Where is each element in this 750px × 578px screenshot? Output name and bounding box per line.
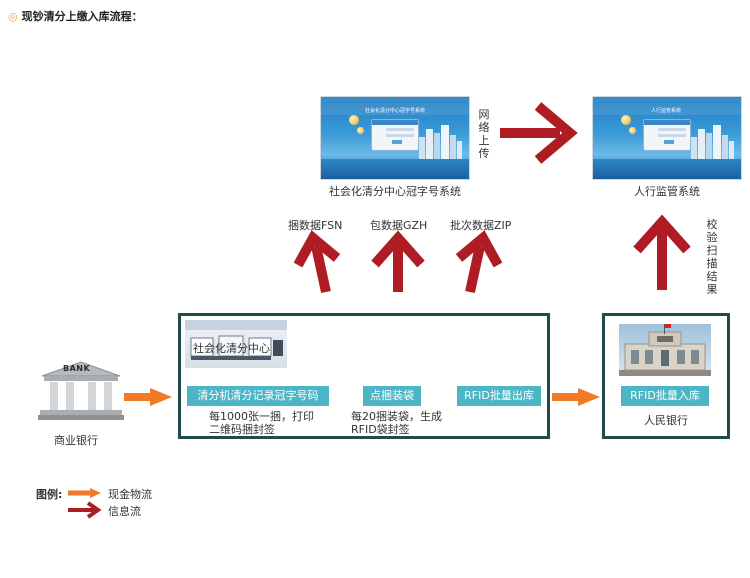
info-flow-arrow-fsn xyxy=(293,230,341,294)
title-bullet-icon: ◎ xyxy=(8,10,18,23)
fsn-data-label: 捆数据FSN xyxy=(288,219,343,232)
cash-flow-arrow-center-to-pboc xyxy=(552,388,600,406)
decor-ball-icon xyxy=(349,115,359,125)
step-clearing-record-serial: 清分机清分记录冠字号码 xyxy=(187,386,329,406)
page-title: ◎现钞清分上缴入库流程： xyxy=(8,8,143,24)
clearing-center-name: 社会化清分中心 xyxy=(193,342,270,355)
legend-title: 图例: xyxy=(36,488,63,501)
info-flow-arrow-up-pboc xyxy=(633,214,691,290)
city-skyline-icon xyxy=(691,125,734,159)
verify-scan-label: 校验扫描结果 xyxy=(706,218,718,296)
login-panel xyxy=(643,119,691,151)
login-panel xyxy=(371,119,419,151)
zip-data-label: 批次数据ZIP xyxy=(450,219,512,232)
note-bundle-rule: 每1000张一捆，打印 二维码捆封签 xyxy=(209,410,314,436)
pboc-caption: 人民银行 xyxy=(644,414,688,427)
clearing-center-system-caption: 社会化清分中心冠字号系统 xyxy=(329,185,461,198)
step-rfid-batch-inbound: RFID批量入库 xyxy=(621,386,709,406)
step-rfid-batch-outbound: RFID批量出库 xyxy=(457,386,541,406)
legend-cash-flow-arrow xyxy=(68,488,101,498)
network-upload-label: 网络上传 xyxy=(478,108,490,160)
info-flow-arrow-right xyxy=(500,102,578,164)
note-bag-rule: 每20捆装袋，生成 RFID袋封签 xyxy=(351,410,442,436)
info-flow-arrow-zip xyxy=(455,230,503,294)
screen-header-left: 社会化清分中心冠字号系统 xyxy=(365,108,426,114)
legend-info-flow-label: 信息流 xyxy=(108,505,141,518)
info-flow-arrow-gzh xyxy=(371,230,425,292)
clearing-center-box: 社会化清分中心 清分机清分记录冠字号码 点捆装袋 RFID批量出库 每1000张… xyxy=(178,313,550,439)
decor-ball-icon xyxy=(621,115,631,125)
title-text: 现钞清分上缴入库流程： xyxy=(21,10,143,23)
clearing-center-system-screenshot: 社会化清分中心冠字号系统 xyxy=(320,96,470,180)
legend-info-flow-arrow xyxy=(68,501,102,519)
bank-sign: BANK xyxy=(63,364,91,373)
pboc-box: RFID批量入库 人民银行 xyxy=(602,313,730,439)
bank-building-icon: BANK xyxy=(36,360,126,420)
pboc-supervision-system-caption: 人行监管系统 xyxy=(634,185,700,198)
city-skyline-icon xyxy=(419,125,462,159)
pboc-building-photo xyxy=(619,324,711,376)
cash-flow-arrow-bank-to-center xyxy=(124,388,172,406)
step-bundle-bagging: 点捆装袋 xyxy=(363,386,421,406)
pboc-supervision-system-screenshot: 人行监管系统 xyxy=(592,96,742,180)
legend-cash-flow-label: 现金物流 xyxy=(108,488,152,501)
clearing-center-photo xyxy=(185,320,287,368)
screen-header-right: 人行监管系统 xyxy=(651,108,682,114)
commercial-bank-caption: 商业银行 xyxy=(54,434,98,447)
gzh-data-label: 包数据GZH xyxy=(370,219,428,232)
